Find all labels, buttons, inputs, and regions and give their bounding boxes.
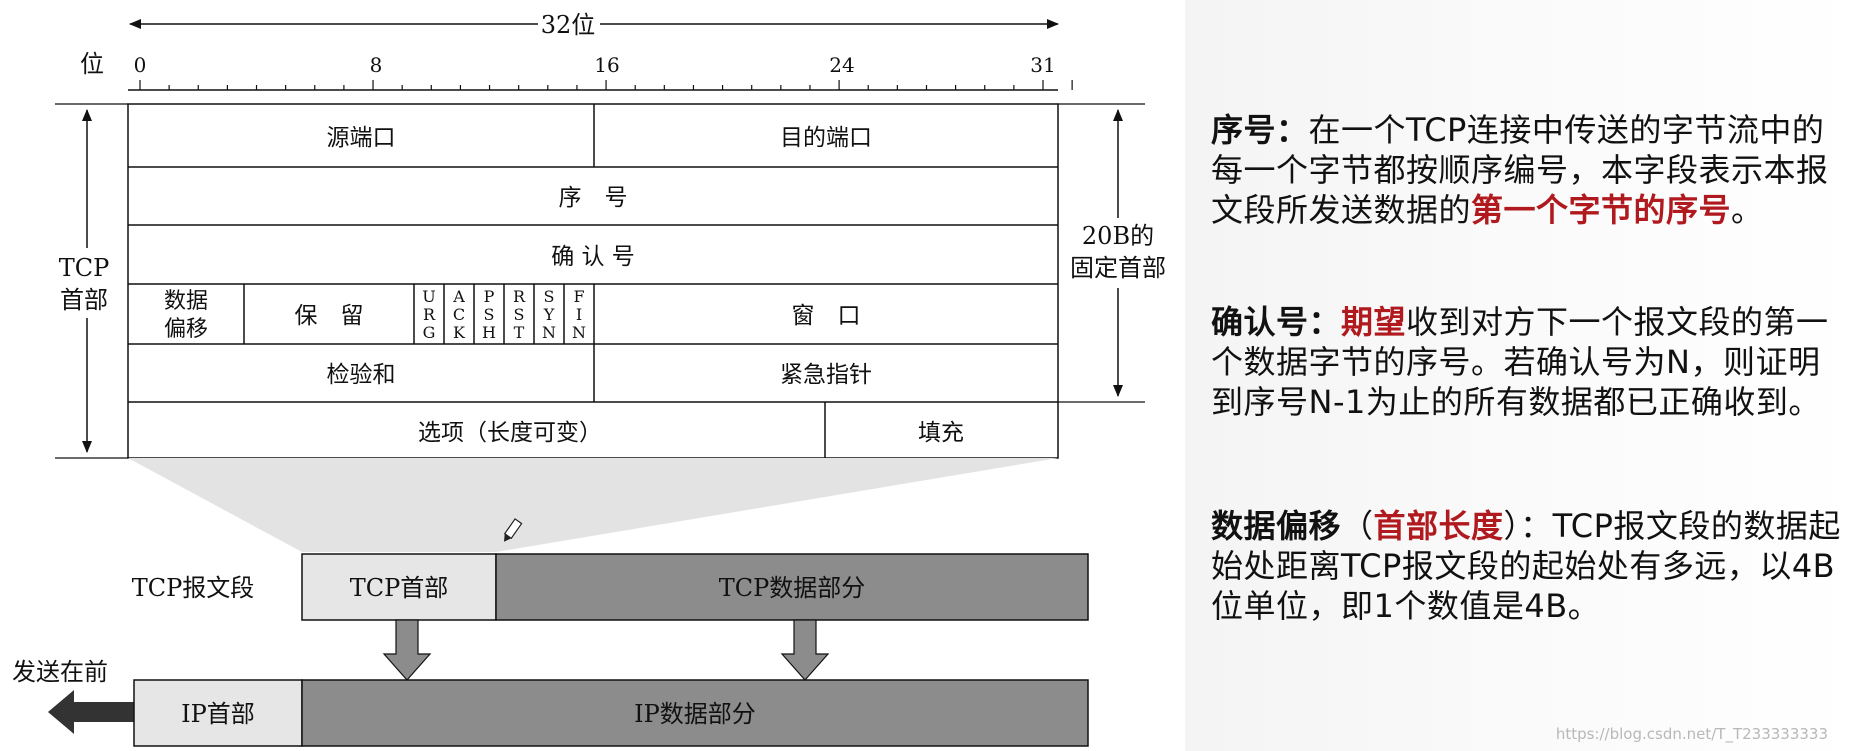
width-label: 32位: [541, 11, 596, 39]
flag-letter: N: [572, 323, 586, 342]
bit-tick-24: 24: [829, 53, 854, 77]
flag-letter: T: [514, 323, 525, 342]
flag-letter: S: [484, 305, 495, 324]
seq-term: 序号: [1211, 111, 1277, 149]
options-field: 选项（长度可变）: [418, 420, 602, 446]
offset-note: 数据偏移（首部长度）：TCP报文段的数据起始处距离TCP报文段的起始处有多远，以…: [1211, 507, 1841, 625]
send-first-label: 发送在前: [12, 658, 108, 686]
flag-letter: P: [484, 287, 495, 306]
zoom-band: [128, 458, 1058, 552]
tcp-data-box-label: TCP数据部分: [719, 574, 866, 602]
down-arrow-icon-2: [780, 619, 830, 681]
watermark: https://blog.csdn.net/T_T233333333: [1555, 725, 1828, 743]
offset-field: 数据: [164, 289, 208, 314]
ip-data-box: [301, 679, 1089, 747]
offset-field-2: 偏移: [164, 317, 208, 342]
ip-header-box-label: IP首部: [181, 700, 255, 728]
bit-ruler: 位 0 8 16 24 31: [80, 50, 1073, 91]
tcp-segment-label: TCP报文段: [132, 574, 255, 602]
ack-highlight: 期望: [1341, 303, 1407, 341]
flag-letter: S: [514, 305, 525, 324]
offset-term: 数据偏移: [1211, 507, 1342, 545]
offset-text: ：TCP报文段的数据起始处距离TCP报文段的起始处有多远，以4B位单位，即1个数…: [1211, 507, 1841, 625]
ack-text: 收到对方下一个报文段的第一个数据字节的序号。若确认号为N，则证明到序号N-1为止…: [1211, 303, 1829, 421]
fixed-header-label: 20B的: [1082, 222, 1154, 250]
notes-panel: 序号：在一个TCP连接中传送的字节流中的每一个字节都按顺序编号，本字段表示本报文…: [1185, 0, 1858, 751]
flag-letter: N: [542, 323, 556, 342]
reserved-field: 保 留: [295, 303, 364, 329]
flag-letter: Y: [543, 305, 555, 324]
bit-tick-31: 31: [1030, 53, 1055, 77]
seq-text: 在一个TCP连接中传送的字节流中的每一个字节都按顺序编号，本字段表示本报文段所发…: [1211, 111, 1829, 229]
bit-tick-0: 0: [134, 53, 147, 77]
flag-letter: S: [544, 287, 555, 306]
seq-highlight: 第一个字节的序号: [1471, 191, 1732, 229]
seq-note: 序号：在一个TCP连接中传送的字节流中的每一个字节都按顺序编号，本字段表示本报文…: [1211, 111, 1829, 229]
fixed-header-span: 20B的 固定首部: [1070, 109, 1180, 397]
padding-field: 填充: [918, 420, 964, 446]
src-port-field: 源端口: [327, 125, 396, 151]
flag-letter: K: [453, 323, 466, 342]
ack-field: 确 认 号: [551, 244, 635, 270]
flag-letter: G: [423, 323, 436, 342]
tcp-header-table: [127, 103, 1059, 459]
flag-letter: U: [422, 287, 435, 306]
tcp-header-box-label: TCP首部: [350, 574, 449, 602]
tcp-header-side-label-2: 首部: [60, 286, 108, 314]
width-arrow: 32位: [129, 11, 1059, 39]
bit-tick-16: 16: [594, 53, 619, 77]
tcp-header-span: TCP 首部: [50, 109, 124, 453]
down-arrow-icon: [382, 619, 432, 681]
flag-letter: C: [453, 305, 465, 324]
offset-highlight: 首部长度: [1373, 507, 1504, 545]
bit-label: 位: [80, 50, 104, 78]
flag-letter: A: [452, 287, 465, 306]
left-arrow-icon: [48, 690, 134, 734]
tcp-data-box: [495, 553, 1089, 621]
ack-note: 确认号：期望收到对方下一个报文段的第一个数据字节的序号。若确认号为N，则证明到序…: [1211, 303, 1829, 421]
ack-term: 确认号: [1211, 303, 1309, 341]
urgent-pointer-field: 紧急指针: [780, 362, 872, 388]
bit-tick-8: 8: [370, 53, 383, 77]
pencil-icon: [503, 518, 523, 542]
tcp-header-box: [301, 553, 497, 621]
ip-header-box: [133, 679, 303, 747]
flag-letter: F: [573, 287, 584, 306]
flag-letter: R: [513, 287, 526, 306]
tcp-header-side-label: TCP: [59, 254, 110, 282]
fixed-header-label-2: 固定首部: [1070, 254, 1166, 282]
window-field: 窗 口: [792, 303, 861, 329]
dst-port-field: 目的端口: [780, 125, 872, 151]
flag-letter: R: [423, 305, 436, 324]
seq-field: 序 号: [559, 185, 628, 211]
flag-letter: I: [576, 305, 582, 324]
ip-data-box-label: IP数据部分: [634, 700, 756, 728]
flag-letter: H: [482, 323, 496, 342]
checksum-field: 检验和: [327, 362, 396, 388]
